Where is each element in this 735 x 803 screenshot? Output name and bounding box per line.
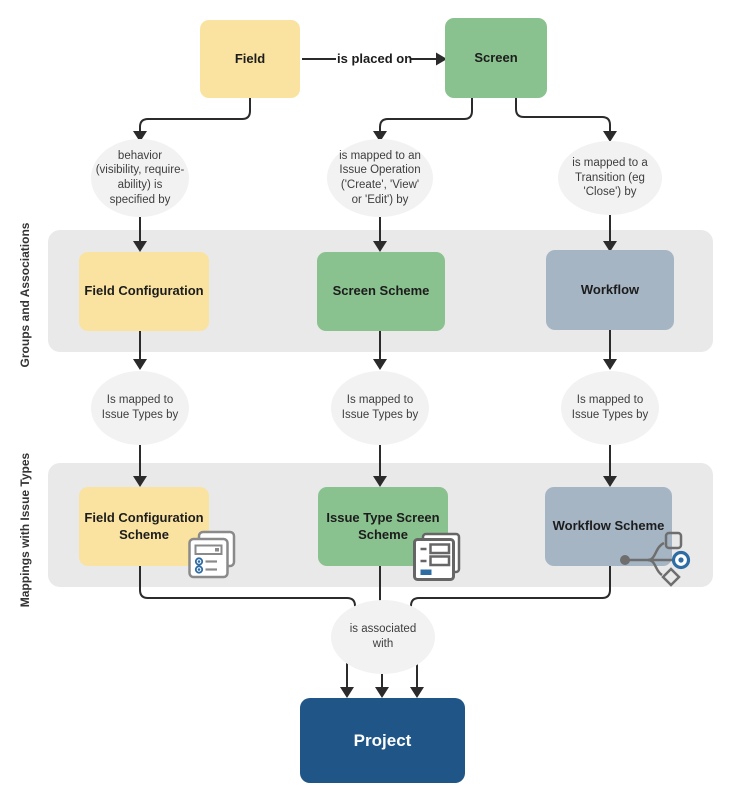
relation-field-behavior: behavior (visibility, require- ability) …	[91, 139, 189, 217]
relation-schemes-project: is associated with	[331, 600, 435, 674]
band-label-groups-and-associations: Groups and Associations	[18, 222, 32, 368]
workflow-branch-icon	[620, 531, 691, 587]
relation-field-config-issue-types: Is mapped to Issue Types by	[91, 371, 189, 445]
node-field-configuration-scheme: Field Configuration Scheme	[79, 487, 209, 566]
relation-screen-scheme-issue-types: Is mapped to Issue Types by	[331, 371, 429, 445]
node-workflow: Workflow	[546, 250, 674, 330]
relation-screen-issue-operation: is mapped to an Issue Operation ('Create…	[327, 139, 433, 217]
node-project: Project	[300, 698, 465, 783]
relation-screen-transition: is mapped to a Transition (eg 'Close') b…	[558, 141, 662, 215]
band-label-mappings-with-issue-types: Mappings with Issue Types	[18, 452, 32, 608]
screen-pages-icon	[413, 532, 461, 581]
edge-label-is-placed-on: is placed on	[337, 51, 413, 66]
node-field-configuration: Field Configuration	[79, 252, 209, 331]
relation-workflow-issue-types: Is mapped to Issue Types by	[561, 371, 659, 445]
arrowheads	[133, 52, 617, 698]
form-pages-icon	[188, 530, 236, 579]
node-screen: Screen	[445, 18, 547, 98]
node-screen-scheme: Screen Scheme	[317, 252, 445, 331]
node-field: Field	[200, 20, 300, 98]
node-workflow-scheme: Workflow Scheme	[545, 487, 672, 566]
